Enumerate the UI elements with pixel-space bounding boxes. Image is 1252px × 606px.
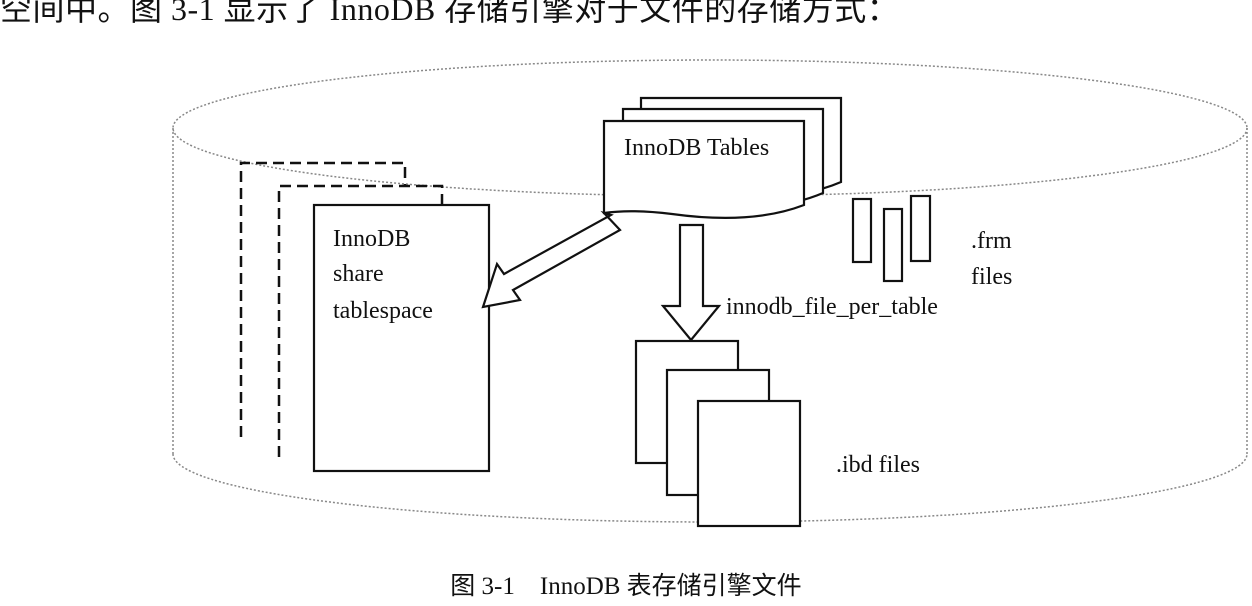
frm-file-2 [882,207,904,283]
frm-file-3 [909,194,932,263]
intro-text: 空间中。图 3-1 显示了 InnoDB 存储引擎对于文件的存储方式： [0,0,900,27]
ibd-file-front [696,399,802,528]
innodb-tables-page [602,119,806,219]
figure-caption: 图 3-1 InnoDB 表存储引擎文件 [450,573,802,600]
frm-files [851,194,932,283]
innodb-storage-diagram: InnoDB share tablespace InnoDB Tables in… [172,59,1248,528]
file-per-table-label: innodb_file_per_table [726,294,938,320]
frm-label-line-2: files [971,264,1012,290]
arrow-file-per-table [660,223,722,342]
shared-tablespace-middle-page [277,184,444,457]
shared-tablespace-label-line-1: InnoDB [333,226,410,252]
ibd-files-stack [634,339,802,528]
shared-tablespace-stack: InnoDB share tablespace [239,161,491,473]
innodb-tables-stack: InnoDB Tables [602,96,843,219]
shared-tablespace-back-page [239,161,407,437]
innodb-tables-label: InnoDB Tables [624,135,769,161]
shared-tablespace-label-line-2: share [333,261,384,287]
shared-tablespace-page [312,203,491,473]
arrow-to-shared-tablespace [481,210,622,309]
frm-file-1 [851,197,873,264]
ibd-label: .ibd files [836,452,920,478]
shared-tablespace-label-line-3: tablespace [333,298,433,324]
frm-label-line-1: .frm [971,228,1012,254]
